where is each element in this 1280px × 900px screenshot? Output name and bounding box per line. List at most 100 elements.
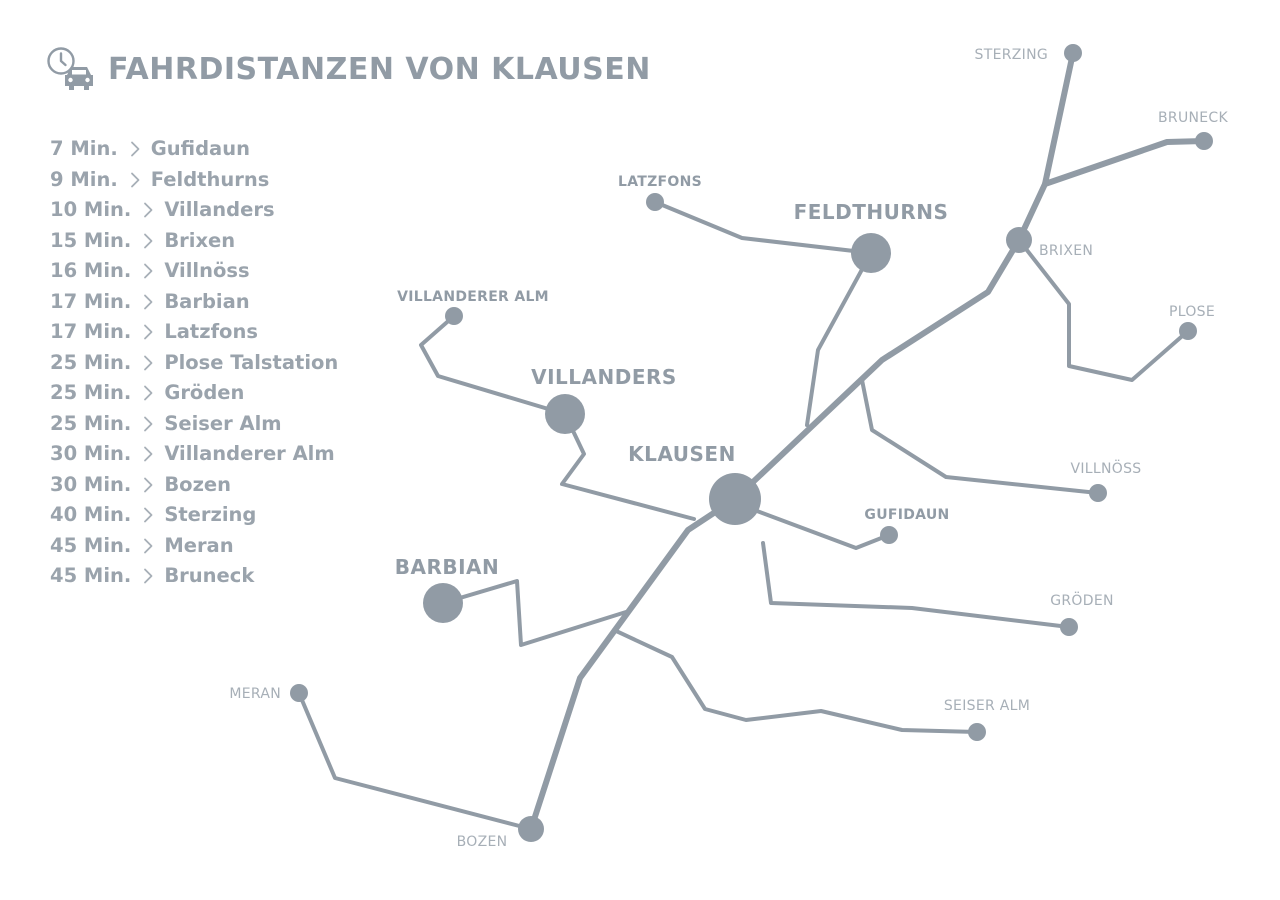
chevron-right-icon <box>130 141 140 157</box>
distance-destination: Brixen <box>164 228 236 252</box>
distance-time: 15 Min. <box>50 228 132 252</box>
distance-time: 30 Min. <box>50 472 132 496</box>
chevron-right-icon <box>144 568 153 584</box>
distance-destination: Gröden <box>164 381 245 404</box>
distance-item: 17 Min. Latzfons <box>50 317 338 348</box>
distance-item: 30 Min. Villanderer Alm <box>50 439 338 470</box>
road-barbian <box>441 579 628 647</box>
node-bruneck <box>1195 132 1213 150</box>
label-gufidaun: GUFIDAUN <box>864 507 949 523</box>
label-bozen: BOZEN <box>457 834 508 850</box>
distance-destination: Latzfons <box>164 320 258 343</box>
node-plose <box>1179 322 1197 340</box>
distance-destination: Feldthurns <box>150 167 270 191</box>
road-seiser-alm <box>612 628 979 734</box>
distance-destination: Meran <box>164 533 234 557</box>
chevron-right-icon <box>144 416 153 432</box>
distance-item: 25 Min. Seiser Alm <box>50 409 338 440</box>
road-meran-bozen <box>297 691 533 831</box>
road-latzfons <box>653 200 873 255</box>
distance-item: 30 Min. Bozen <box>50 470 338 501</box>
distance-destination: Villnöss <box>164 259 250 282</box>
distance-time: 10 Min. <box>50 198 132 221</box>
distance-time: 25 Min. <box>50 381 132 404</box>
node-klausen <box>709 473 761 525</box>
distance-time: 45 Min. <box>50 564 132 587</box>
label-klausen: KLAUSEN <box>628 442 736 466</box>
node-meran <box>290 684 308 702</box>
distance-destination: Seiser Alm <box>164 411 282 435</box>
distance-time: 17 Min. <box>50 320 132 343</box>
node-bozen <box>518 816 544 842</box>
label-barbian: BARBIAN <box>395 555 500 579</box>
chevron-right-icon <box>144 477 153 493</box>
node-seiser-alm <box>968 723 986 741</box>
distance-item: 15 Min. Brixen <box>50 226 338 257</box>
label-latzfons: LATZFONS <box>618 174 702 190</box>
road-villanderer-alm <box>419 314 567 416</box>
chevron-right-icon <box>144 446 153 462</box>
distance-item: 9 Min. Feldthurns <box>50 165 338 196</box>
road-villnoess <box>860 378 1100 495</box>
distance-time: 30 Min. <box>50 442 132 465</box>
road-villanders <box>560 412 696 521</box>
node-feldthurns <box>851 233 891 273</box>
distance-time: 45 Min. <box>50 533 132 557</box>
node-gufidaun <box>880 526 898 544</box>
node-villanderer-alm <box>445 307 463 325</box>
road-gufidaun <box>755 509 891 550</box>
chevron-right-icon <box>130 172 140 188</box>
road-brixen-bruneck <box>1042 138 1207 187</box>
distance-time: 7 Min. <box>50 137 118 160</box>
road-plose <box>1017 238 1190 382</box>
distance-time: 16 Min. <box>50 259 132 282</box>
label-brixen: BRIXEN <box>1039 243 1093 259</box>
distance-time: 25 Min. <box>50 350 132 374</box>
page-title: FAHRDISTANZEN VON KLAUSEN <box>108 51 651 87</box>
distance-item: 16 Min. Villnöss <box>50 256 338 287</box>
distance-time: 9 Min. <box>50 167 118 191</box>
distance-destination: Sterzing <box>164 503 257 526</box>
node-groeden <box>1060 618 1078 636</box>
label-villanderer-alm: VILLANDERER ALM <box>397 289 549 305</box>
distance-item: 10 Min. Villanders <box>50 195 338 226</box>
distance-item: 40 Min. Sterzing <box>50 500 338 531</box>
node-latzfons <box>646 193 664 211</box>
node-brixen <box>1006 227 1032 253</box>
label-seiser-alm: SEISER ALM <box>944 698 1030 714</box>
distance-item: 45 Min. Bruneck <box>50 561 338 592</box>
distance-item: 25 Min. Gröden <box>50 378 338 409</box>
node-villnoess <box>1089 484 1107 502</box>
chevron-right-icon <box>144 385 153 401</box>
node-barbian <box>423 583 463 623</box>
chevron-right-icon <box>144 507 153 523</box>
label-groeden: GRÖDEN <box>1050 591 1114 609</box>
label-bruneck: BRUNECK <box>1158 110 1228 126</box>
distance-destination: Bozen <box>164 472 232 496</box>
distance-time: 40 Min. <box>50 503 132 526</box>
road-groeden <box>761 541 1071 629</box>
distance-item: 17 Min.Barbian <box>50 287 338 318</box>
distance-item: 25 Min. Plose Talstation <box>50 348 338 379</box>
label-villanders: VILLANDERS <box>531 365 677 389</box>
label-sterzing: STERZING <box>975 47 1048 63</box>
distance-item: 45 Min. Meran <box>50 531 338 562</box>
clock-car-icon <box>47 47 93 90</box>
distance-destination: Bruneck <box>164 564 255 587</box>
chevron-right-icon <box>144 202 153 218</box>
node-villanders <box>545 394 585 434</box>
chevron-right-icon <box>144 355 153 371</box>
distance-destination: Villanderer Alm <box>164 442 335 465</box>
chevron-right-icon <box>144 233 153 249</box>
distance-time: 17 Min. <box>50 289 132 313</box>
label-villnoess: VILLNÖSS <box>1071 459 1142 477</box>
road-bozen-sterzing <box>528 50 1076 832</box>
distance-destination: Plose Talstation <box>164 350 339 374</box>
distance-destination: Villanders <box>164 198 275 221</box>
node-sterzing <box>1064 44 1082 62</box>
label-meran: MERAN <box>229 686 281 702</box>
chevron-right-icon <box>144 294 153 310</box>
distance-time: 25 Min. <box>50 411 132 435</box>
